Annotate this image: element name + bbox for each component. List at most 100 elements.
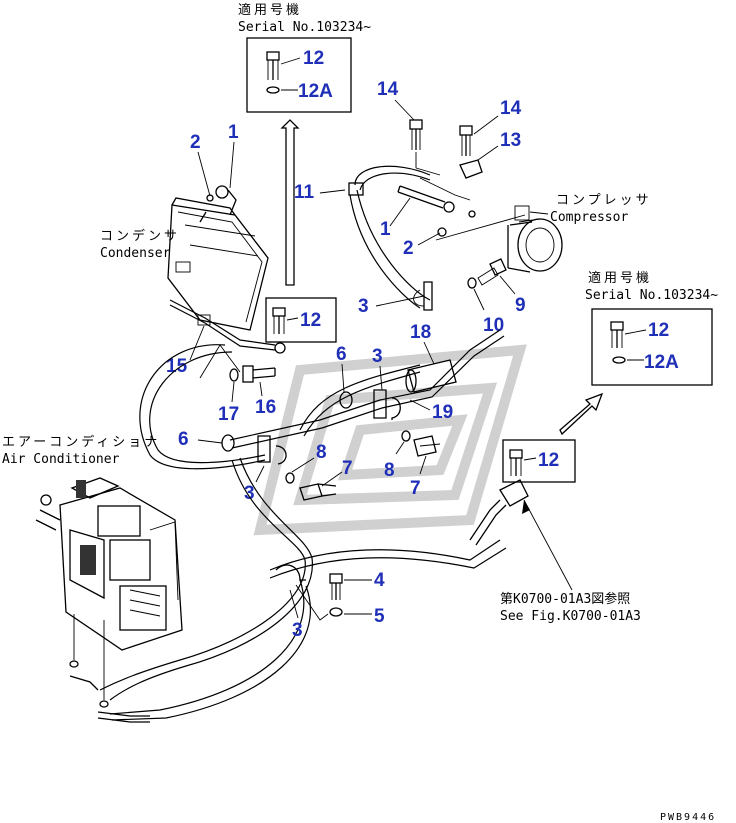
leader-3-bottom [289,589,299,619]
top-serial-note: Serial No.103234~ [238,20,371,35]
clamp-3-mid-icon [373,389,387,419]
air-conditioner-icon [35,477,183,651]
washer-12a-box-icon [612,356,626,364]
bolt-9-icon [477,258,507,286]
aircon-en-label: Air Conditioner [2,452,120,467]
hose-lower-1 [99,459,306,691]
condenser-jp-label: コンデンサ [100,228,180,244]
clamp-3-bottom-icon [275,564,306,581]
right-serial-box [591,308,713,386]
washer-8-right-icon [401,430,411,442]
leader-11 [319,189,346,194]
callout-12-mid: 12 [300,310,321,331]
drawing-code: PWB9446 [660,812,716,823]
watermark [253,344,527,536]
diagonal-arrow-icon [559,392,604,436]
leader-1-condenser [229,141,235,189]
callout-12-right: 12 [538,450,559,471]
leader-2-compressor [417,232,441,246]
leader-15-bracket [199,344,241,379]
right-serial-note: Serial No.103234~ [585,288,718,303]
hose-lower-2 [269,539,501,571]
leader-10 [473,288,485,311]
callout-6-upper: 6 [336,344,347,365]
bolt-12-right-icon [509,449,523,476]
bolt-12-top-icon [266,51,280,80]
leader-6-lower [197,439,223,444]
top-serial-box [246,37,352,113]
bolt-12-box-icon [610,321,624,348]
mid-bolt-box [265,297,337,343]
callout-12a-top: 12A [298,81,333,102]
washer-10-icon [467,277,477,289]
bolt-7-left-icon [299,483,337,501]
callout-12-top: 12 [303,48,324,69]
callout-2-compressor: 2 [403,238,414,259]
hose-15 [169,299,276,346]
up-arrow-icon [280,119,300,286]
leader-15 [189,325,205,361]
top-applicable-note: 適用号機 [238,2,302,18]
right-applicable-note: 適用号機 [588,270,652,286]
bolt-4-icon [329,573,343,600]
leader-14-left [394,99,415,121]
hose-lower-3 [109,579,305,715]
oring-2-condenser-icon [206,194,214,202]
oring-aircon-2-icon [99,700,109,708]
compressor-icon [507,205,563,273]
oring-aircon-1-icon [69,660,79,668]
callout-1-condenser: 1 [228,122,239,143]
leader-9 [499,275,516,295]
leader-7-left [321,471,343,487]
leader-12-top [280,57,301,65]
callout-13: 13 [500,130,521,151]
callout-1-compressor: 1 [380,219,391,240]
hose-main-right [229,329,501,441]
bolt-14-left-icon [409,119,423,150]
callout-2-condenser: 2 [190,132,201,153]
spacer-6-lower-icon [221,434,235,452]
ref-en-note: See Fig.K0700-01A3 [500,609,641,624]
compressor-jp-label: コンプレッサ [556,193,652,208]
callout-8-left: 8 [316,442,327,463]
bolt-14-right-icon [459,125,473,156]
callout-19: 19 [432,402,453,423]
callout-12-box: 12 [648,320,669,341]
hose-11 [354,165,431,186]
callout-6-lower: 6 [178,429,189,450]
pipe-1-compressor-icon [397,185,455,213]
ref-arrowhead-icon [522,500,530,514]
spacer-6-upper-icon [339,391,353,409]
callout-17: 17 [218,404,239,425]
callout-4: 4 [374,570,385,591]
leader-8-left [291,457,315,473]
bolt-7-right-icon [413,435,441,457]
callout-8-right: 8 [384,460,395,481]
ref-leader [523,499,573,591]
callout-18: 18 [410,322,431,343]
ref-jp-note: 第K0700-01A3図参照 [500,591,630,607]
receiver-18-icon [405,359,457,393]
leader-6-upper [341,363,345,393]
callout-12a-box: 12A [644,352,679,373]
callout-7-left: 7 [342,458,353,479]
callout-9: 9 [515,295,526,316]
leader-14-right [473,115,499,135]
condenser-icon [167,185,269,331]
washer-8-left-icon [285,472,295,484]
callout-10: 10 [483,315,504,336]
leader-2-condenser [197,151,211,197]
callout-15: 15 [166,356,188,377]
leader-19 [409,399,431,411]
fitting-12-right-icon [499,479,529,507]
condenser-en-label: Condenser [100,246,171,261]
leader-3-top [375,295,425,307]
leader-18 [423,341,435,365]
clamp-3-top-icon [423,281,433,311]
bracket-13-icon [459,159,483,179]
leader-1-compressor [389,197,411,227]
clamp-3-left-icon [257,435,271,463]
washer-12a-top-icon [266,86,280,94]
callout-7-right: 7 [410,478,421,499]
